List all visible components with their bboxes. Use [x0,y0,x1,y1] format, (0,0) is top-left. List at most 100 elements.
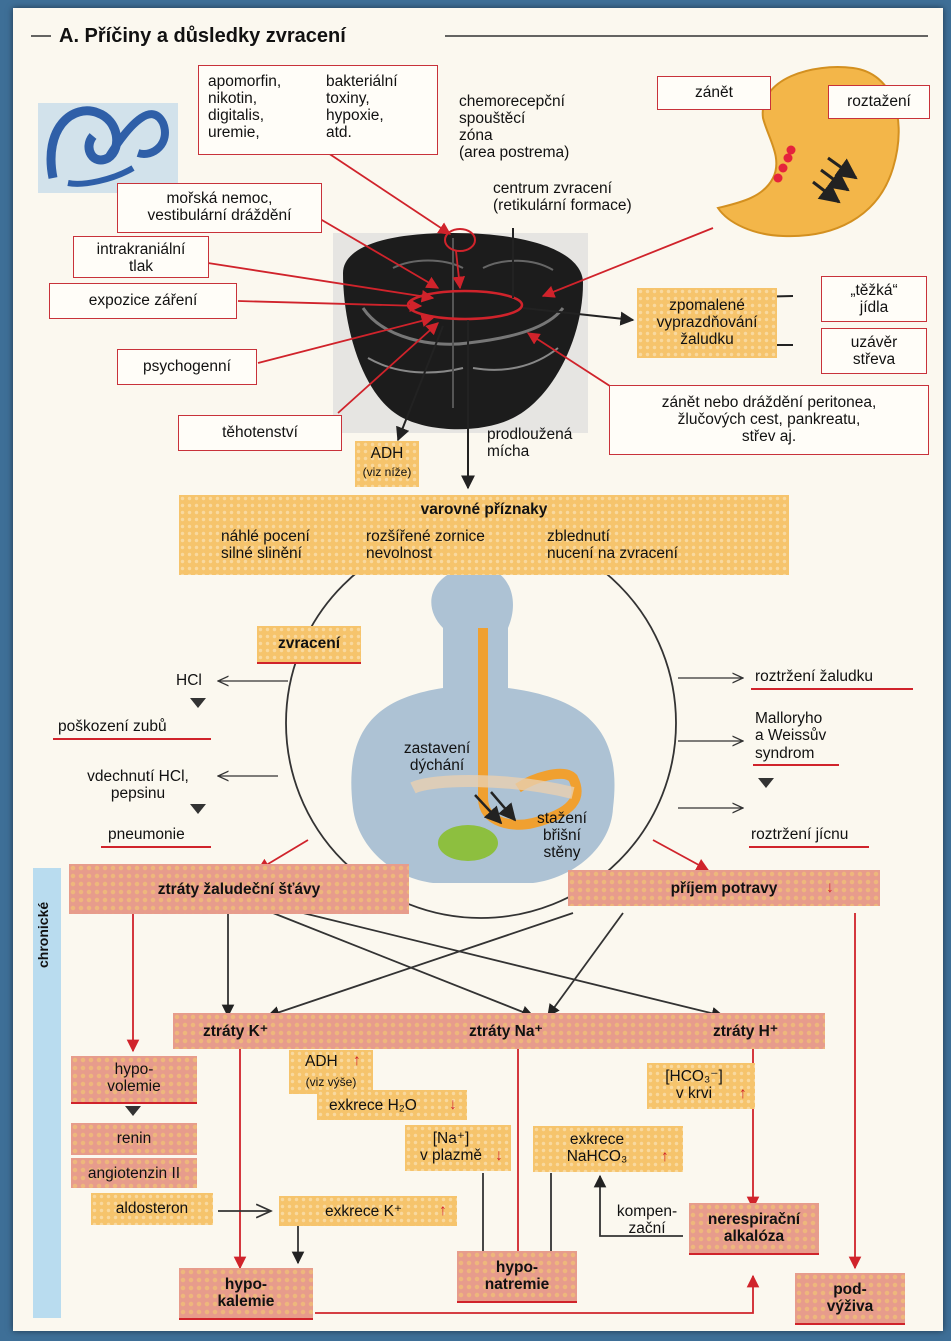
black-verticals [218,1173,683,1265]
inflammation-text: zánět [695,84,733,101]
up-red-icon: ↑ [353,1052,361,1069]
inflammation-box: zánět [657,76,771,110]
pneumonia-label: pneumonie [108,826,185,843]
obstruction-box: uzávěr střeva [821,328,927,374]
malnutrition-box: pod- výživa [795,1273,905,1323]
gastric-loss-box: ztráty žaludeční šťávy [69,864,409,914]
warning-col2: rozšířené zornice nevolnost [366,528,485,562]
alkalosis-text: nerespirační alkalóza [707,1211,801,1245]
angiotensin-text: angiotenzin II [87,1165,181,1182]
cause-arrows [207,150,714,414]
na-plasma-box: [Na⁺] v plazmě ↓ [405,1125,511,1171]
loss-na-text: ztráty Na⁺ [469,1023,543,1040]
psychogenic-text: psychogenní [143,358,231,375]
up-red-icon: ↑ [439,1202,447,1219]
hyponatremia-underline [457,1301,577,1303]
drugs-left-text: apomorfin, nikotin, digitalis, uremie, [208,73,282,141]
esophagus-rupture-label: roztržení jícnu [751,826,849,843]
loss-row: ztráty K⁺ ztráty Na⁺ ztráty H⁺ [173,1013,825,1049]
esophagus-underline [749,846,869,848]
k-excretion-box: exkrece K⁺ ↑ [279,1196,457,1226]
pneumonia-underline [101,846,211,848]
hco3-box: [HCO₃⁻] v krvi ↑ [647,1063,755,1109]
h2o-text: exkrece H₂O [329,1097,417,1114]
chronic-label: chronické [35,901,51,968]
down-red-icon: ↓ [826,879,834,896]
body-illustration [285,527,677,919]
up-red-icon: ↑ [661,1148,669,1165]
seasickness-box: mořská nemoc, vestibulární dráždění [117,183,322,233]
figure-title: A. Příčiny a důsledky zvracení [59,25,346,47]
radiation-box: expozice záření [49,283,237,319]
loss-h-text: ztráty H⁺ [713,1023,779,1040]
distension-text: roztažení [847,93,911,110]
stomach-rupture-underline [751,688,913,690]
drugs-box: apomorfin, nikotin, digitalis, uremie, b… [198,65,438,155]
food-intake-text: příjem potravy [670,880,778,897]
inner-ear-illustration [38,103,178,193]
inhalation-label: vdechnutí HCl, pepsinu [87,768,189,802]
hypokalemia-box: hypo- kalemie [179,1268,313,1318]
alkalosis-underline [689,1253,819,1255]
compensation-label: kompen- zační [616,1203,678,1237]
hypovolemia-text: hypo- volemie [107,1061,161,1095]
teeth-underline [53,738,211,740]
chronic-bar [33,868,61,1318]
aldosterone-box: aldosteron [91,1193,213,1225]
hypokalemia-text: hypo- kalemie [217,1276,275,1310]
renin-text: renin [116,1130,152,1147]
teeth-label: poškození zubů [58,718,167,735]
brainstem-illustration [333,228,588,433]
malnutrition-text: pod- výživa [826,1281,874,1315]
mallory-syndrome-label: syndrom [755,745,815,762]
breath-stop-label: zastavení dýchání [403,740,471,774]
pregnancy-box: těhotenství [178,415,342,451]
hyponatremia-box: hypo- natremie [457,1251,577,1301]
heavy-food-text: „těžká“ jídla [850,282,898,316]
warning-col1: náhlé pocení silné slinění [221,528,310,562]
k-excretion-text: exkrece K⁺ [325,1203,403,1220]
adh-bottom-note: (viz výše) [305,1075,357,1089]
warning-title: varovné příznaky [420,501,548,518]
vomiting-text: zvracení [277,635,341,652]
diagram-graphics [31,35,928,1318]
side-arrows [218,678,743,808]
food-intake-box: příjem potravy ↓ [568,870,880,906]
loss-k-text: ztráty K⁺ [203,1023,269,1040]
slow-emptying-box: zpomalené vyprazdňování žaludku [637,288,777,358]
adh-bottom-text: ADH [305,1053,338,1070]
peritoneum-box: zánět nebo dráždění peritonea, žlučových… [609,385,929,455]
intracranial-text: intrakraniální tlak [96,241,186,275]
stomach-rupture-label: roztržení žaludku [755,668,874,685]
psychogenic-box: psychogenní [117,349,257,385]
hyponatremia-text: hypo- natremie [484,1259,550,1293]
h2o-box: exkrece H₂O ↓ [317,1090,467,1120]
hcl-label: HCl [176,672,202,689]
vomit-center-label: centrum zvracení (retikulární formace) [493,180,632,214]
adh-top-box: ADH (viz níže) [355,441,419,487]
radiation-text: expozice záření [88,292,198,309]
na-plasma-text: [Na⁺] v plazmě [419,1130,483,1164]
abdominal-label: stažení břišní stěny [537,810,587,861]
down-red-icon: ↓ [495,1147,503,1164]
angiotensin-box: angiotenzin II [71,1158,197,1188]
aldosterone-text: aldosteron [115,1200,189,1217]
drugs-right-text: bakteriální toxiny, hypoxie, atd. [326,73,398,141]
slow-emptying-text: zpomalené vyprazdňování žaludku [656,297,758,348]
page: A. Příčiny a důsledky zvracení apomorfin… [13,8,943,1331]
medulla-label: prodloužená mícha [487,426,573,460]
seasickness-text: mořská nemoc, vestibulární dráždění [147,190,292,224]
hypovolemia-box: hypo- volemie [71,1056,197,1102]
peritoneum-text: zánět nebo dráždění peritonea, žlučových… [661,394,877,445]
heavy-food-box: „těžká“ jídla [821,276,927,322]
hco3-text: [HCO₃⁻] v krvi [665,1068,723,1102]
mallory-label: Malloryho a Weissův [755,710,827,744]
renin-box: renin [71,1123,197,1155]
distension-box: roztažení [828,85,930,119]
adh-top-text: ADH [370,445,404,462]
gastric-loss-text: ztráty žaludeční šťávy [157,881,321,898]
alkalosis-box: nerespirační alkalóza [689,1203,819,1253]
nahco3-text: exkrece NaHCO₃ [566,1131,628,1165]
adh-top-note: (viz níže) [362,465,412,479]
intracranial-box: intrakraniální tlak [73,236,209,278]
